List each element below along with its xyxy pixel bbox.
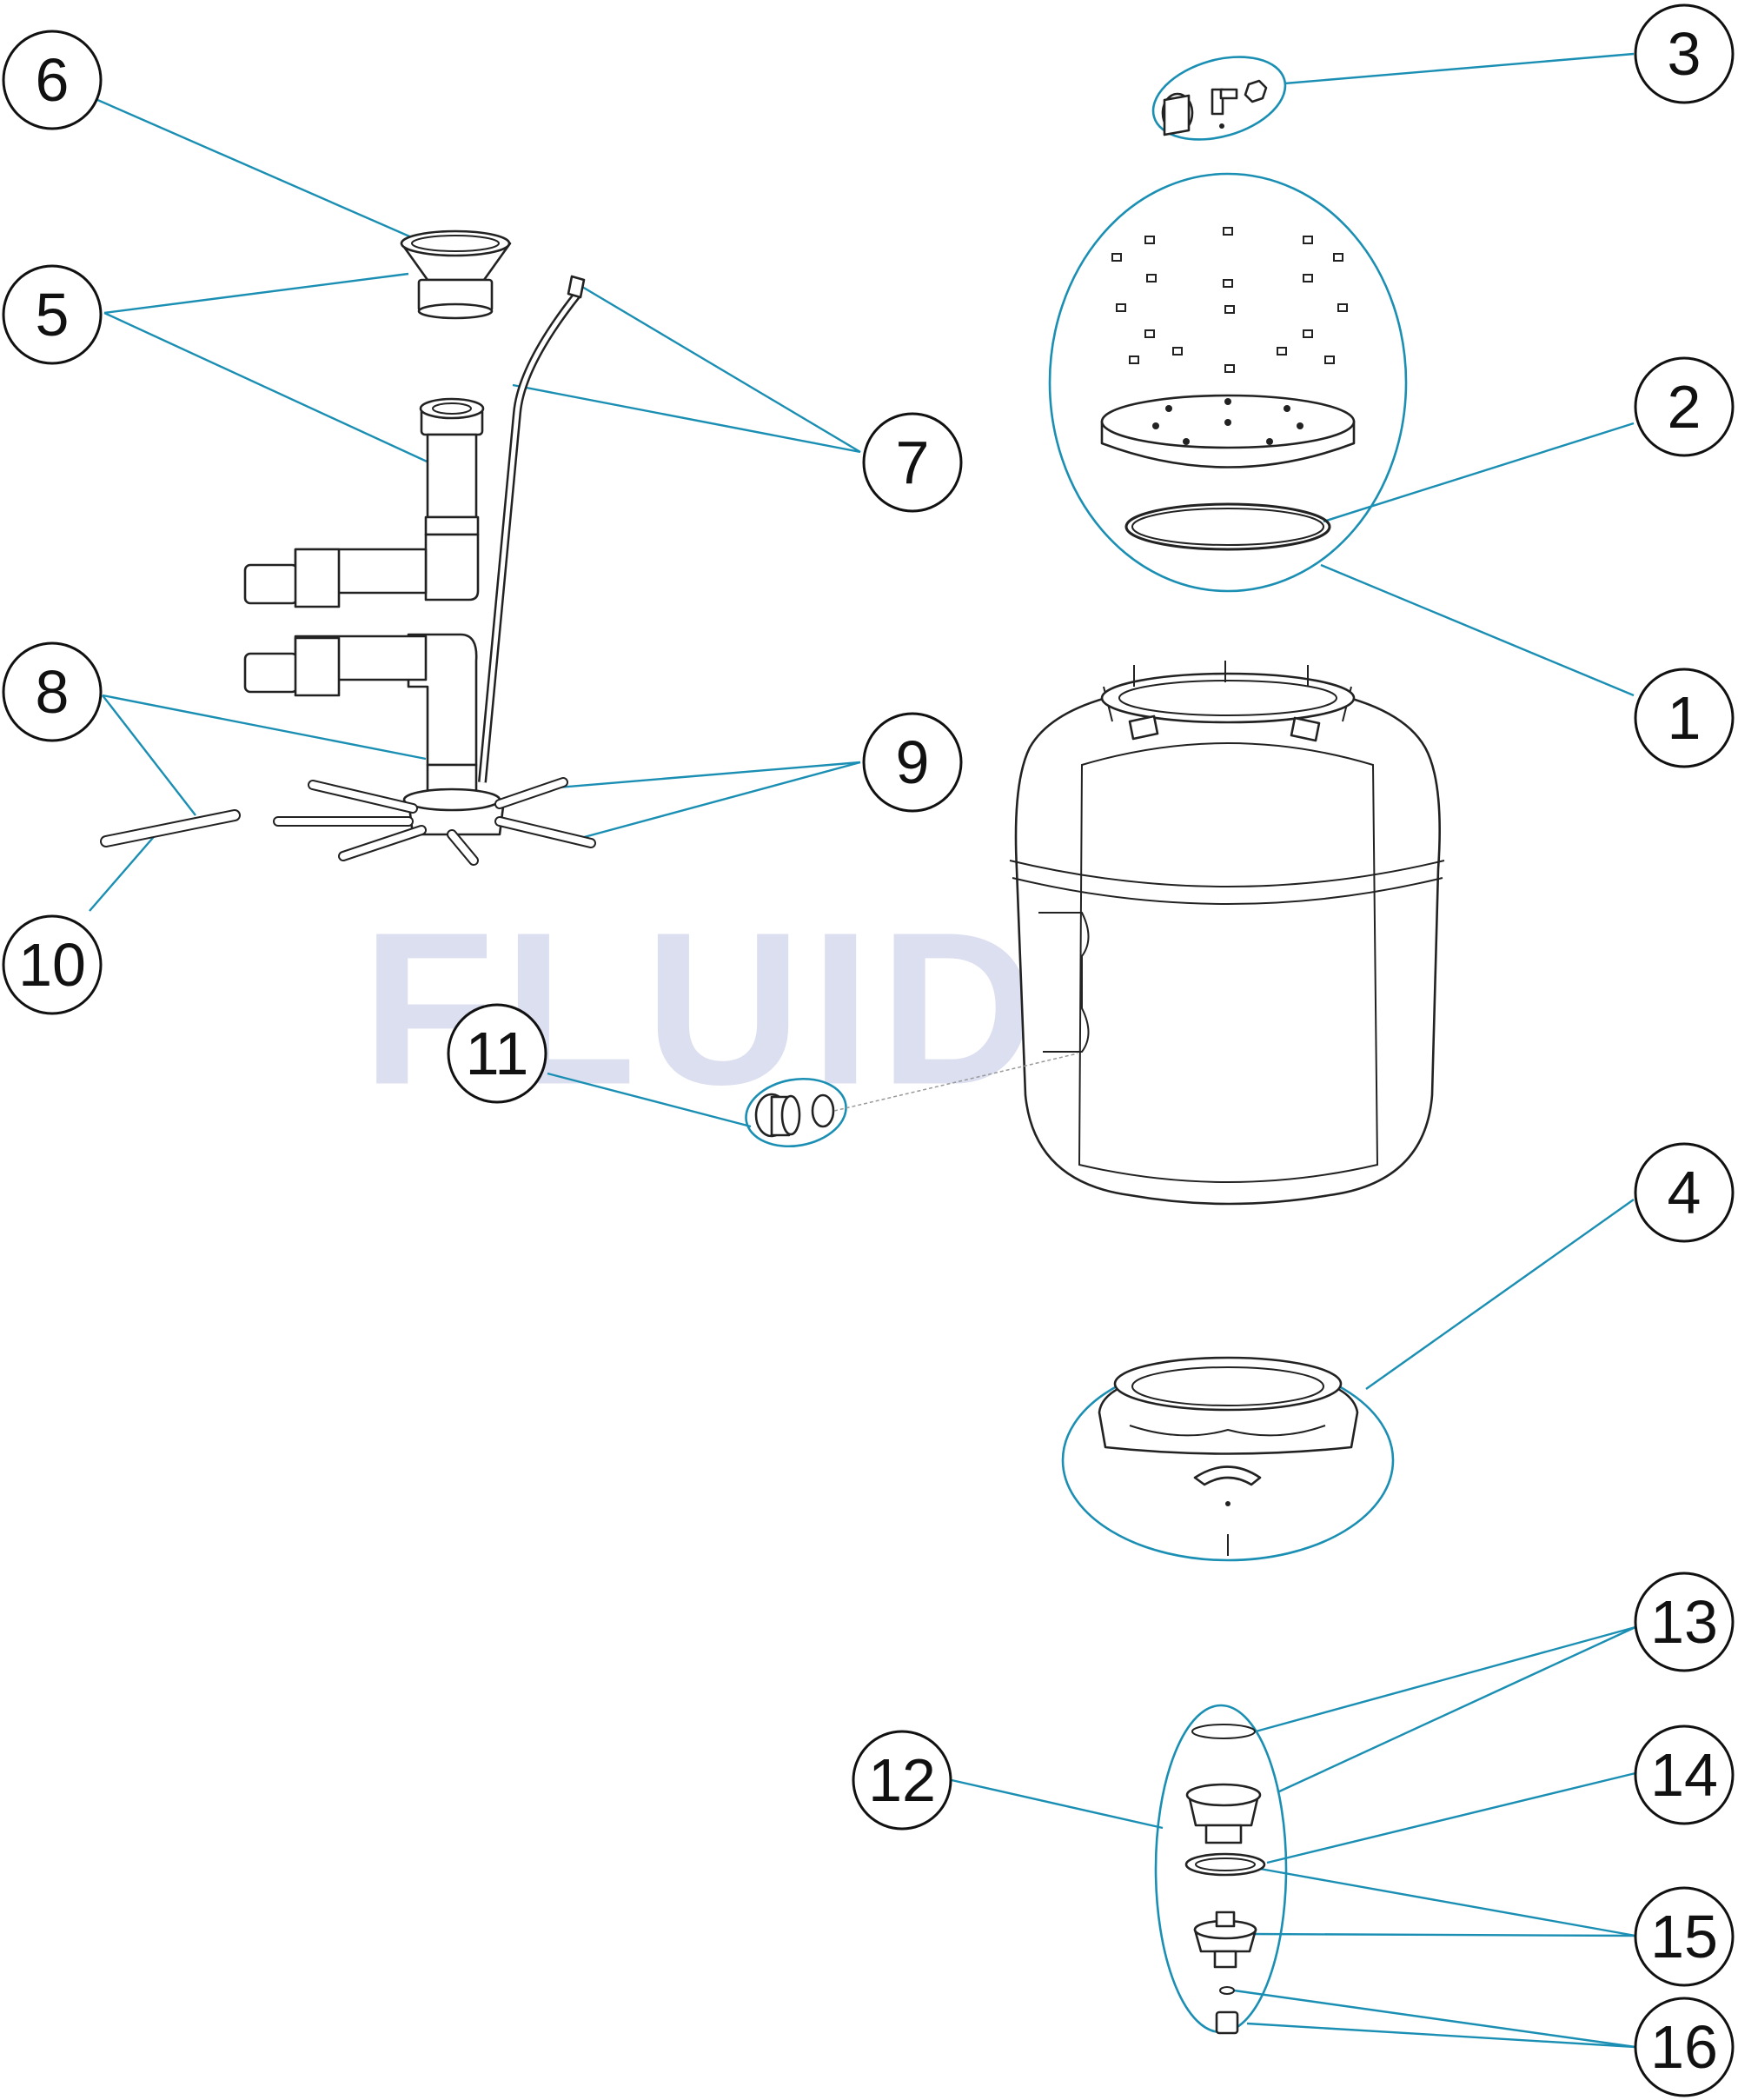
part-3-fittings bbox=[1161, 79, 1268, 136]
callout-13: 13 bbox=[1634, 1572, 1735, 1672]
group-11-bubble bbox=[745, 1077, 847, 1148]
callout-7: 7 bbox=[862, 412, 963, 513]
svg-text:6: 6 bbox=[36, 46, 70, 114]
callout-8: 8 bbox=[2, 641, 103, 742]
callout-15: 15 bbox=[1634, 1886, 1735, 1987]
drain-assembly bbox=[1184, 1724, 1266, 2035]
callout-10: 10 bbox=[2, 914, 103, 1015]
svg-text:11: 11 bbox=[466, 1020, 529, 1087]
callout-1: 1 bbox=[1634, 668, 1735, 768]
callout-16: 16 bbox=[1634, 1997, 1735, 2097]
part-2-o-ring bbox=[1124, 502, 1331, 551]
svg-text:15: 15 bbox=[1650, 1903, 1718, 1970]
svg-text:10: 10 bbox=[18, 931, 86, 999]
svg-text:9: 9 bbox=[896, 728, 930, 796]
leader-lines bbox=[89, 52, 1636, 2049]
svg-text:16: 16 bbox=[1650, 2013, 1718, 2081]
svg-text:4: 4 bbox=[1668, 1159, 1702, 1226]
part-1-lid-plate bbox=[1100, 227, 1356, 469]
callout-12: 12 bbox=[852, 1730, 952, 1831]
svg-text:2: 2 bbox=[1668, 373, 1702, 441]
svg-text:5: 5 bbox=[36, 281, 70, 349]
svg-text:14: 14 bbox=[1650, 1741, 1718, 1809]
callout-4: 4 bbox=[1634, 1142, 1735, 1243]
part-5-collector bbox=[243, 397, 485, 793]
group-1-bubble bbox=[1048, 172, 1408, 593]
part-7-air-tube bbox=[478, 275, 586, 783]
svg-text:7: 7 bbox=[896, 429, 930, 496]
callout-9: 9 bbox=[862, 712, 963, 813]
part-6-diffuser bbox=[400, 229, 512, 320]
callout-5: 5 bbox=[2, 264, 103, 365]
part-11-union bbox=[754, 1053, 1078, 1138]
callout-11: 11 bbox=[447, 1003, 547, 1104]
group-3-bubble bbox=[1151, 56, 1287, 141]
svg-text:12: 12 bbox=[868, 1746, 936, 1814]
svg-text:3: 3 bbox=[1668, 20, 1702, 88]
callout-3: 3 bbox=[1634, 3, 1735, 104]
callout-14: 14 bbox=[1634, 1725, 1735, 1825]
part-10-lateral bbox=[100, 809, 241, 847]
part-4-base bbox=[1098, 1356, 1359, 1556]
callout-2: 2 bbox=[1634, 356, 1735, 457]
svg-text:1: 1 bbox=[1668, 684, 1702, 752]
callouts: 1 2 3 4 5 6 7 8 9 10 11 12 13 14 15 16 bbox=[2, 3, 1735, 2097]
svg-text:8: 8 bbox=[36, 658, 70, 726]
part-9-laterals bbox=[273, 777, 596, 866]
svg-text:13: 13 bbox=[1650, 1588, 1718, 1656]
filter-tank bbox=[1009, 661, 1445, 1206]
callout-6: 6 bbox=[2, 30, 103, 130]
